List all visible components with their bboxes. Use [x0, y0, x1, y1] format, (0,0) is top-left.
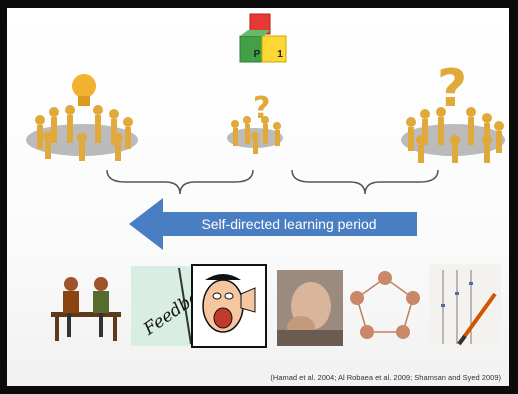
stressed-person-photo — [277, 270, 343, 346]
brace-right — [291, 169, 439, 195]
pen-and-chart — [429, 264, 501, 348]
self-directed-arrow — [129, 198, 417, 250]
cube-letter-right: 1 — [277, 49, 283, 60]
brace-left — [106, 169, 254, 195]
lightbulb-icon — [72, 74, 96, 106]
presentation-slide: P 1 ? — [7, 8, 509, 386]
letter-cubes — [239, 13, 287, 63]
shouting-man-cartoon — [191, 264, 267, 348]
arrow-label: Self-directed learning period — [201, 216, 377, 232]
two-people-at-desk — [51, 277, 121, 341]
group-with-lightbulb — [26, 74, 138, 161]
citation-text: (Hamad et al. 2004; Al Robaea et al. 200… — [270, 373, 501, 382]
feedback-card: Feedback — [131, 266, 219, 346]
cube-letter-left: P — [253, 49, 261, 60]
group-with-large-question-mark: ? — [401, 59, 505, 163]
group-with-small-question-mark: ? — [227, 91, 283, 154]
network-circle-of-people — [350, 271, 420, 339]
